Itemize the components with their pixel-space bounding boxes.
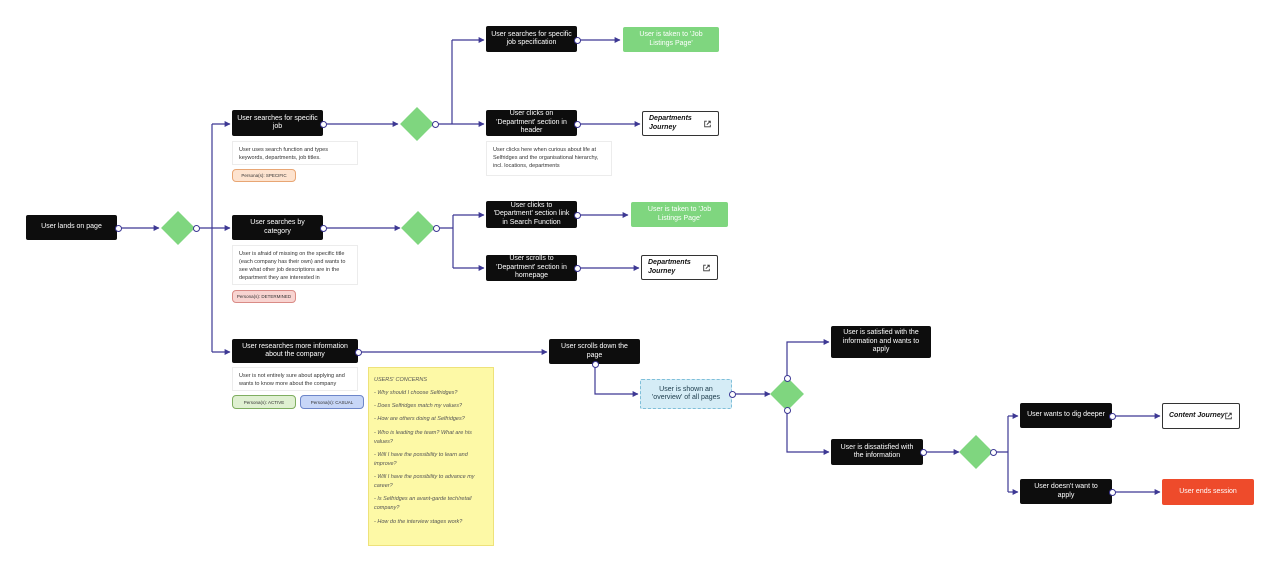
node-search-job-specification: User searches for specific job specifica… (486, 26, 577, 52)
external-link-icon (703, 264, 710, 271)
concern-item: - Who is leading the team? What are his … (374, 429, 472, 445)
departments-journey-label: Departments Journey (648, 259, 691, 275)
connection-port (989, 448, 997, 456)
connection-port (431, 120, 439, 128)
note-research: User is not entirely sure about applying… (232, 367, 358, 391)
connection-port (573, 120, 581, 128)
connector-d2-branches (435, 40, 453, 125)
concerns-title: USERS' CONCERNS (374, 377, 428, 383)
connection-port (783, 406, 791, 414)
connection-port (728, 390, 736, 398)
node-clicks-department-search: User clicks to 'Department' section link… (486, 201, 577, 228)
concern-item: - Does Selfridges match my values? (374, 403, 463, 410)
persona-badge-specific: Persona(s): SPECIFIC (232, 169, 296, 182)
node-search-specific-job: User searches for specific job (232, 110, 323, 136)
persona-badge-determined: Persona(s): DETERMINED (232, 290, 296, 303)
persona-badge-active: Persona(s): ACTIVE (232, 395, 296, 409)
connection-port (319, 120, 327, 128)
node-content-journey[interactable]: Content Journey (1162, 403, 1240, 429)
node-user-ends-session: User ends session (1162, 479, 1254, 505)
note-search-job: User uses search function and types keyw… (232, 141, 358, 165)
concern-item: - Is Selfridges an avant-garde tech/reta… (374, 496, 472, 512)
node-search-by-category: User searches by category (232, 215, 323, 240)
external-link-icon (1225, 412, 1232, 420)
node-departments-journey[interactable]: Departments Journey (641, 255, 718, 280)
connector-d3-branches (436, 215, 454, 268)
connection-port (1108, 412, 1116, 420)
node-job-listings-page: User is taken to 'Job Listings Page' (631, 202, 728, 227)
node-scrolls-department-homepage: User scrolls to 'Department' section in … (486, 255, 577, 281)
connection-port (192, 224, 200, 232)
connection-port (432, 224, 440, 232)
departments-journey-label: Departments Journey (649, 115, 692, 131)
connection-port (573, 211, 581, 219)
connection-port (919, 448, 927, 456)
concern-item: - How are others doing at Selfridges? (374, 416, 465, 423)
node-research-company: User researches more information about t… (232, 339, 358, 363)
node-overview-all-pages: User is shown an 'overview' of all pages (640, 379, 732, 409)
node-wants-dig-deeper: User wants to dig deeper (1020, 403, 1112, 428)
node-departments-journey[interactable]: Departments Journey (642, 111, 719, 136)
users-concerns-sticky-note: USERS' CONCERNS - Why should I choose Se… (368, 367, 494, 546)
connector-scroll-overview (594, 364, 639, 397)
connector-d4-dissatisfied (786, 410, 830, 455)
node-job-listings-page: User is taken to 'Job Listings Page' (623, 27, 719, 52)
connection-port (573, 264, 581, 272)
concern-item: - Why should I choose Selfridges? (374, 390, 458, 397)
concern-item: - How do the interview stages work? (374, 518, 463, 525)
node-user-lands: User lands on page (26, 215, 117, 240)
connection-port (354, 348, 362, 356)
persona-badge-casual: Persona(s): CASUAL (300, 395, 364, 409)
node-satisfied-wants-apply: User is satisfied with the information a… (831, 326, 931, 358)
node-dissatisfied: User is dissatisfied with the informatio… (831, 439, 923, 465)
note-department-header: User clicks here when curious about life… (486, 141, 612, 176)
note-category: User is afraid of missing on the specifi… (232, 245, 358, 285)
connector-d4-satisfied (786, 339, 830, 378)
connection-port (114, 224, 122, 232)
concern-item: - Will I have the possibility to advance… (374, 474, 475, 490)
connector-d1-branches (196, 124, 213, 352)
connection-port (783, 374, 791, 382)
node-clicks-department-header: User clicks on 'Department' section in h… (486, 110, 577, 136)
connection-port (319, 224, 327, 232)
connection-port (573, 36, 581, 44)
external-link-icon (704, 120, 711, 127)
connection-port (591, 360, 599, 368)
connection-port (1108, 488, 1116, 496)
content-journey-label: Content Journey (1169, 411, 1225, 419)
concern-item: - Will I have the possibility to learn a… (374, 451, 468, 467)
node-scrolls-down-page: User scrolls down the page (549, 339, 640, 364)
node-doesnt-want-apply: User doesn't want to apply (1020, 479, 1112, 504)
